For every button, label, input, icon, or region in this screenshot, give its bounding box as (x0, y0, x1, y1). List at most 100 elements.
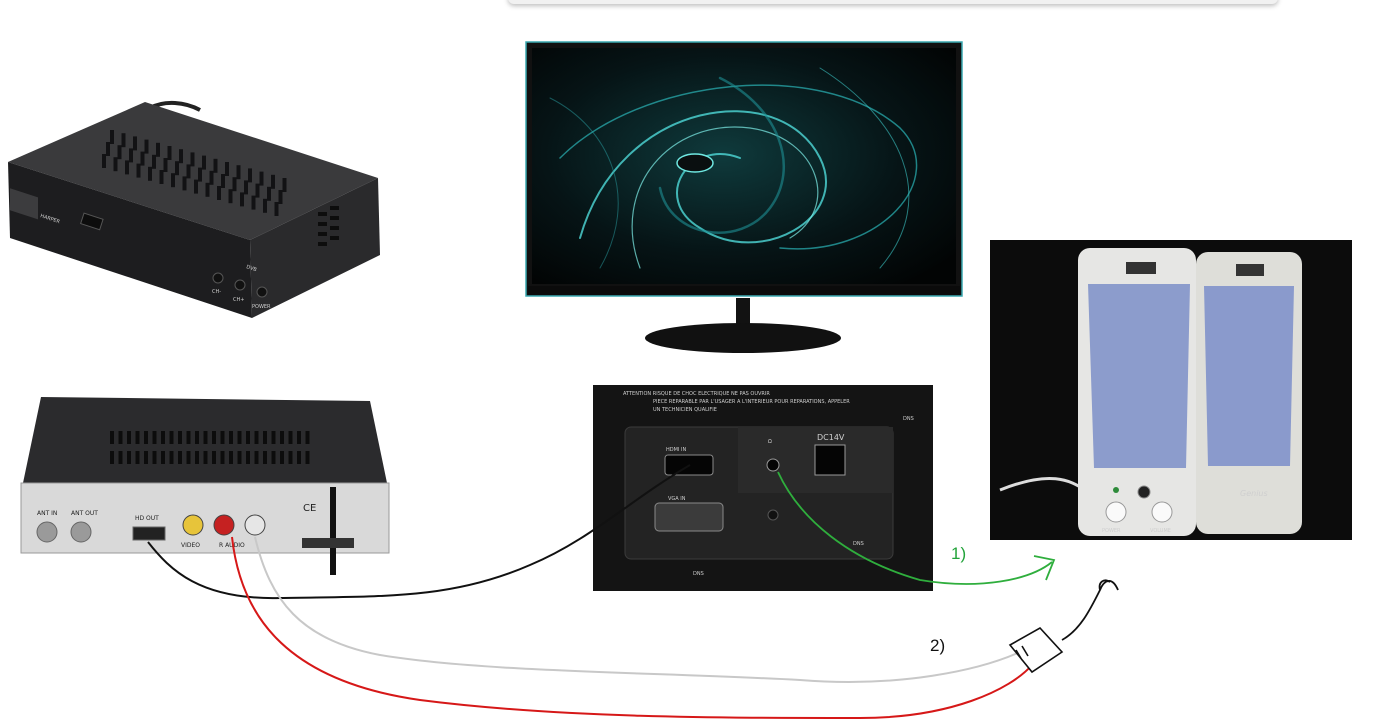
vent-slot (246, 431, 250, 444)
dc-label: DC14V (817, 433, 845, 442)
vent-slot (288, 431, 293, 444)
vga-in-port (654, 502, 724, 532)
receiver-front-panel (8, 162, 252, 318)
monitor-image (525, 41, 963, 353)
vent-slot (127, 431, 131, 444)
vent-slot (186, 431, 191, 444)
vent-slot (125, 160, 129, 175)
audio-red-port (213, 514, 235, 536)
vent-slot (186, 451, 191, 464)
vent-slot (113, 157, 118, 172)
top-edge-bar (508, 0, 1278, 4)
vent-slot (133, 136, 137, 151)
vent-slot (203, 431, 208, 444)
dc-port (814, 444, 846, 476)
warning-line-2: PIECE REPARABLE PAR L'USAGER A L'INTERIE… (653, 399, 850, 405)
receiver-side-vents (318, 206, 339, 246)
vent-slot (205, 182, 210, 197)
vent-slot (305, 431, 310, 444)
vent-slot (237, 431, 242, 444)
vent-slot (178, 431, 182, 444)
monitor-screen (532, 48, 956, 284)
vent-slot (195, 451, 199, 464)
ant-out-port (70, 521, 92, 543)
vent-slot (225, 162, 229, 176)
vent-slot (117, 145, 122, 160)
vent-slot (118, 451, 123, 464)
watermark-1: DNS (903, 416, 914, 422)
vent-slot (330, 226, 339, 230)
vent-slot (110, 451, 114, 464)
video-port (182, 514, 204, 536)
right-speaker-handle (1236, 264, 1264, 276)
vent-slot (159, 170, 164, 184)
vent-slot (144, 431, 148, 444)
vent-slot (186, 164, 191, 179)
vent-slot (110, 130, 114, 144)
ant-out-label: ANT OUT (71, 510, 98, 517)
vent-slot (195, 431, 199, 444)
vent-slot (118, 431, 123, 444)
vent-slot (236, 165, 241, 180)
speaker-volume-label: VOLUME (1150, 528, 1171, 534)
button-label-ch-plus: CH+ (233, 297, 244, 303)
green-arrow-head (1033, 555, 1056, 581)
hdmi-cable-line (147, 464, 691, 600)
vent-slot (221, 174, 225, 188)
adapter-to-speaker-line (1061, 579, 1119, 641)
vent-slot (156, 142, 160, 157)
vent-slot (318, 222, 327, 226)
hdmi-in-label: HDMI IN (666, 447, 686, 453)
screen-wallpaper-swirls (549, 67, 918, 269)
harper-logo-box (10, 188, 38, 220)
vent-slot (163, 158, 168, 172)
vent-slot (237, 451, 242, 464)
vent-slot (202, 155, 206, 170)
dvb-logo: DVB (245, 264, 257, 273)
vent-slot (171, 173, 175, 188)
vent-slot (140, 151, 145, 166)
watermark-3: DNS (693, 571, 704, 577)
vent-slot (229, 431, 233, 444)
vent-slot (135, 451, 140, 464)
left-speaker-handle (1126, 262, 1156, 274)
white-audio-cable-line (254, 536, 1021, 683)
speaker-brand: Genius (1240, 489, 1268, 498)
vent-slot (169, 451, 174, 464)
vent-slot (220, 431, 225, 444)
vent-slot (144, 139, 149, 154)
vent-slot (318, 212, 327, 216)
vent-slot (152, 431, 157, 444)
vent-slot (297, 431, 301, 444)
vent-slot (330, 206, 339, 210)
vent-slot (254, 451, 259, 464)
vent-slot (282, 178, 287, 192)
vent-slot (271, 174, 275, 189)
vent-slot (213, 158, 218, 173)
monitor-bottom-bezel (528, 286, 960, 295)
vent-slot (135, 431, 140, 444)
vent-slot (198, 167, 202, 182)
vent-slot (179, 149, 183, 164)
monitor-neck (736, 298, 750, 330)
speaker-volume-button (1151, 501, 1173, 523)
vent-slot (110, 431, 114, 444)
button-label-ch-minus: CH- (212, 289, 221, 295)
vent-slot (248, 168, 252, 183)
label-1: 1) (951, 544, 967, 563)
vent-slot (161, 431, 165, 444)
ch-minus-button (212, 272, 224, 284)
vent-slot (263, 451, 267, 464)
receiver-side (250, 178, 380, 318)
ce-mark: CE (303, 503, 316, 514)
vent-slot (152, 154, 156, 169)
vent-slot (102, 154, 106, 168)
button-label-power: POWER (252, 304, 271, 310)
vent-slot (106, 142, 110, 156)
vent-slot (129, 148, 133, 163)
lock-hole (767, 509, 779, 521)
receiver-back-image: ANT IN ANT OUT HD OUT VIDEO R AUDIO CE (20, 397, 390, 575)
monitor-stand-base (645, 323, 841, 353)
video-label: VIDEO (181, 542, 200, 549)
vent-slot (203, 451, 208, 464)
